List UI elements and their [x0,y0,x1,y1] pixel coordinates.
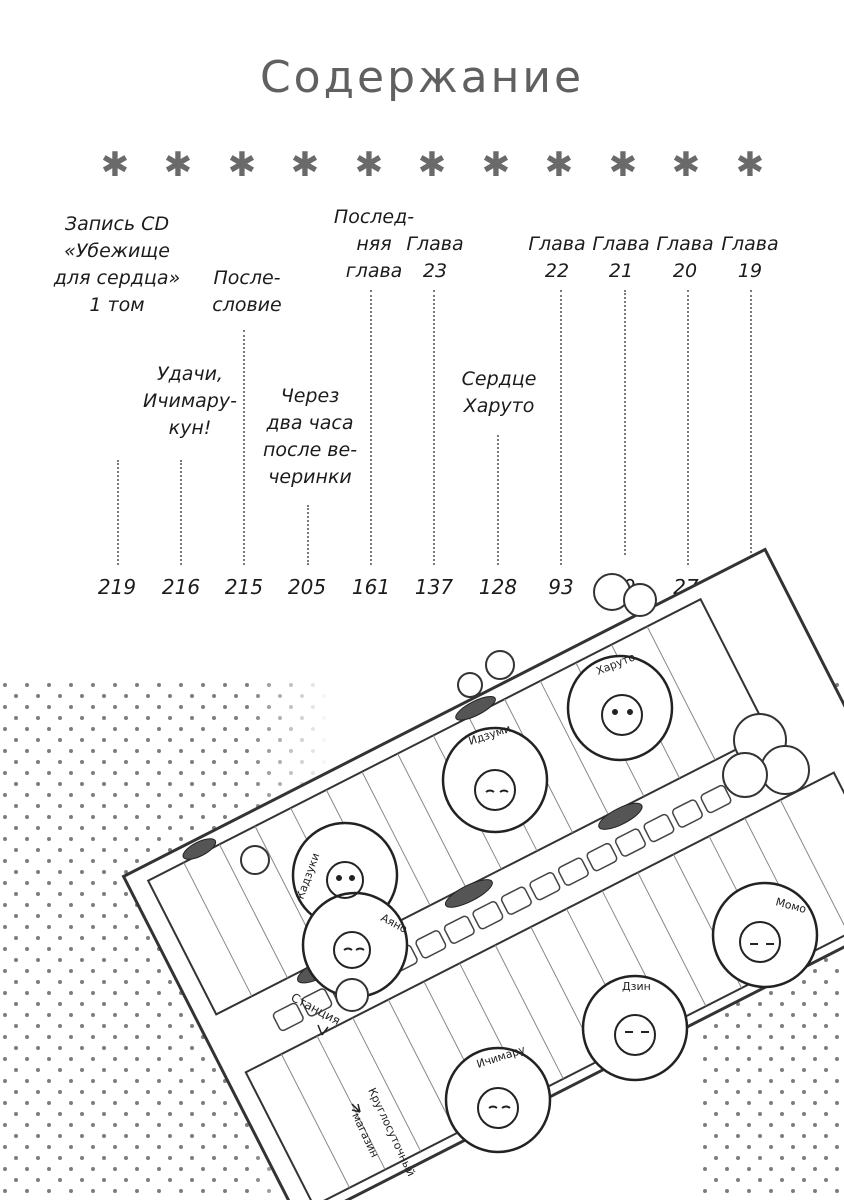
star-icon: ✱ [290,145,320,185]
leader-line [307,505,309,565]
portrait-momo [711,881,819,989]
star-icon: ✱ [671,145,701,185]
leader-line [243,330,245,565]
leader-line [750,290,752,565]
star-divider: ✱ ✱ ✱ ✱ ✱ ✱ ✱ ✱ ✱ ✱ ✱ [95,145,775,185]
leader-line [560,290,562,565]
entry-title: После-словие [212,267,282,316]
leader-line [624,290,626,555]
leader-line [180,460,182,565]
star-icon: ✱ [735,145,765,185]
star-icon: ✱ [544,145,574,185]
page-title: Содержание [259,52,585,103]
star-icon: ✱ [608,145,638,185]
arrow-up-icon [317,1024,329,1036]
star-icon: ✱ [100,145,130,185]
leader-line [497,435,499,565]
page-number: 128 [478,575,518,599]
page-number: 137 [414,575,454,599]
star-icon: ✱ [163,145,193,185]
portrait-haruto [566,654,674,762]
toc-entry: Удачи,Ичимару-кун! [143,361,237,442]
leader-line [117,460,119,565]
portrait-izumi [441,726,549,834]
page-number: 219 [97,575,137,599]
label-jin: Дзин [622,980,651,993]
toc-entry: После-словие [212,265,281,319]
leader-line [687,290,689,565]
star-icon: ✱ [481,145,511,185]
page-number: 216 [161,575,201,599]
leader-line [370,290,372,565]
entry-title: Удачи,Ичимару-кун! [143,363,237,439]
portrait-ichimaru [444,1046,552,1154]
portrait-jin [581,974,689,1082]
star-icon: ✱ [227,145,257,185]
star-icon: ✱ [417,145,447,185]
page-number: 93 [548,575,574,599]
arrow-down-icon [351,1103,361,1113]
page-number: 161 [351,575,391,599]
page-number: 215 [224,575,264,599]
star-icon: ✱ [354,145,384,185]
leader-line [433,290,435,565]
page-number: 205 [287,575,327,599]
